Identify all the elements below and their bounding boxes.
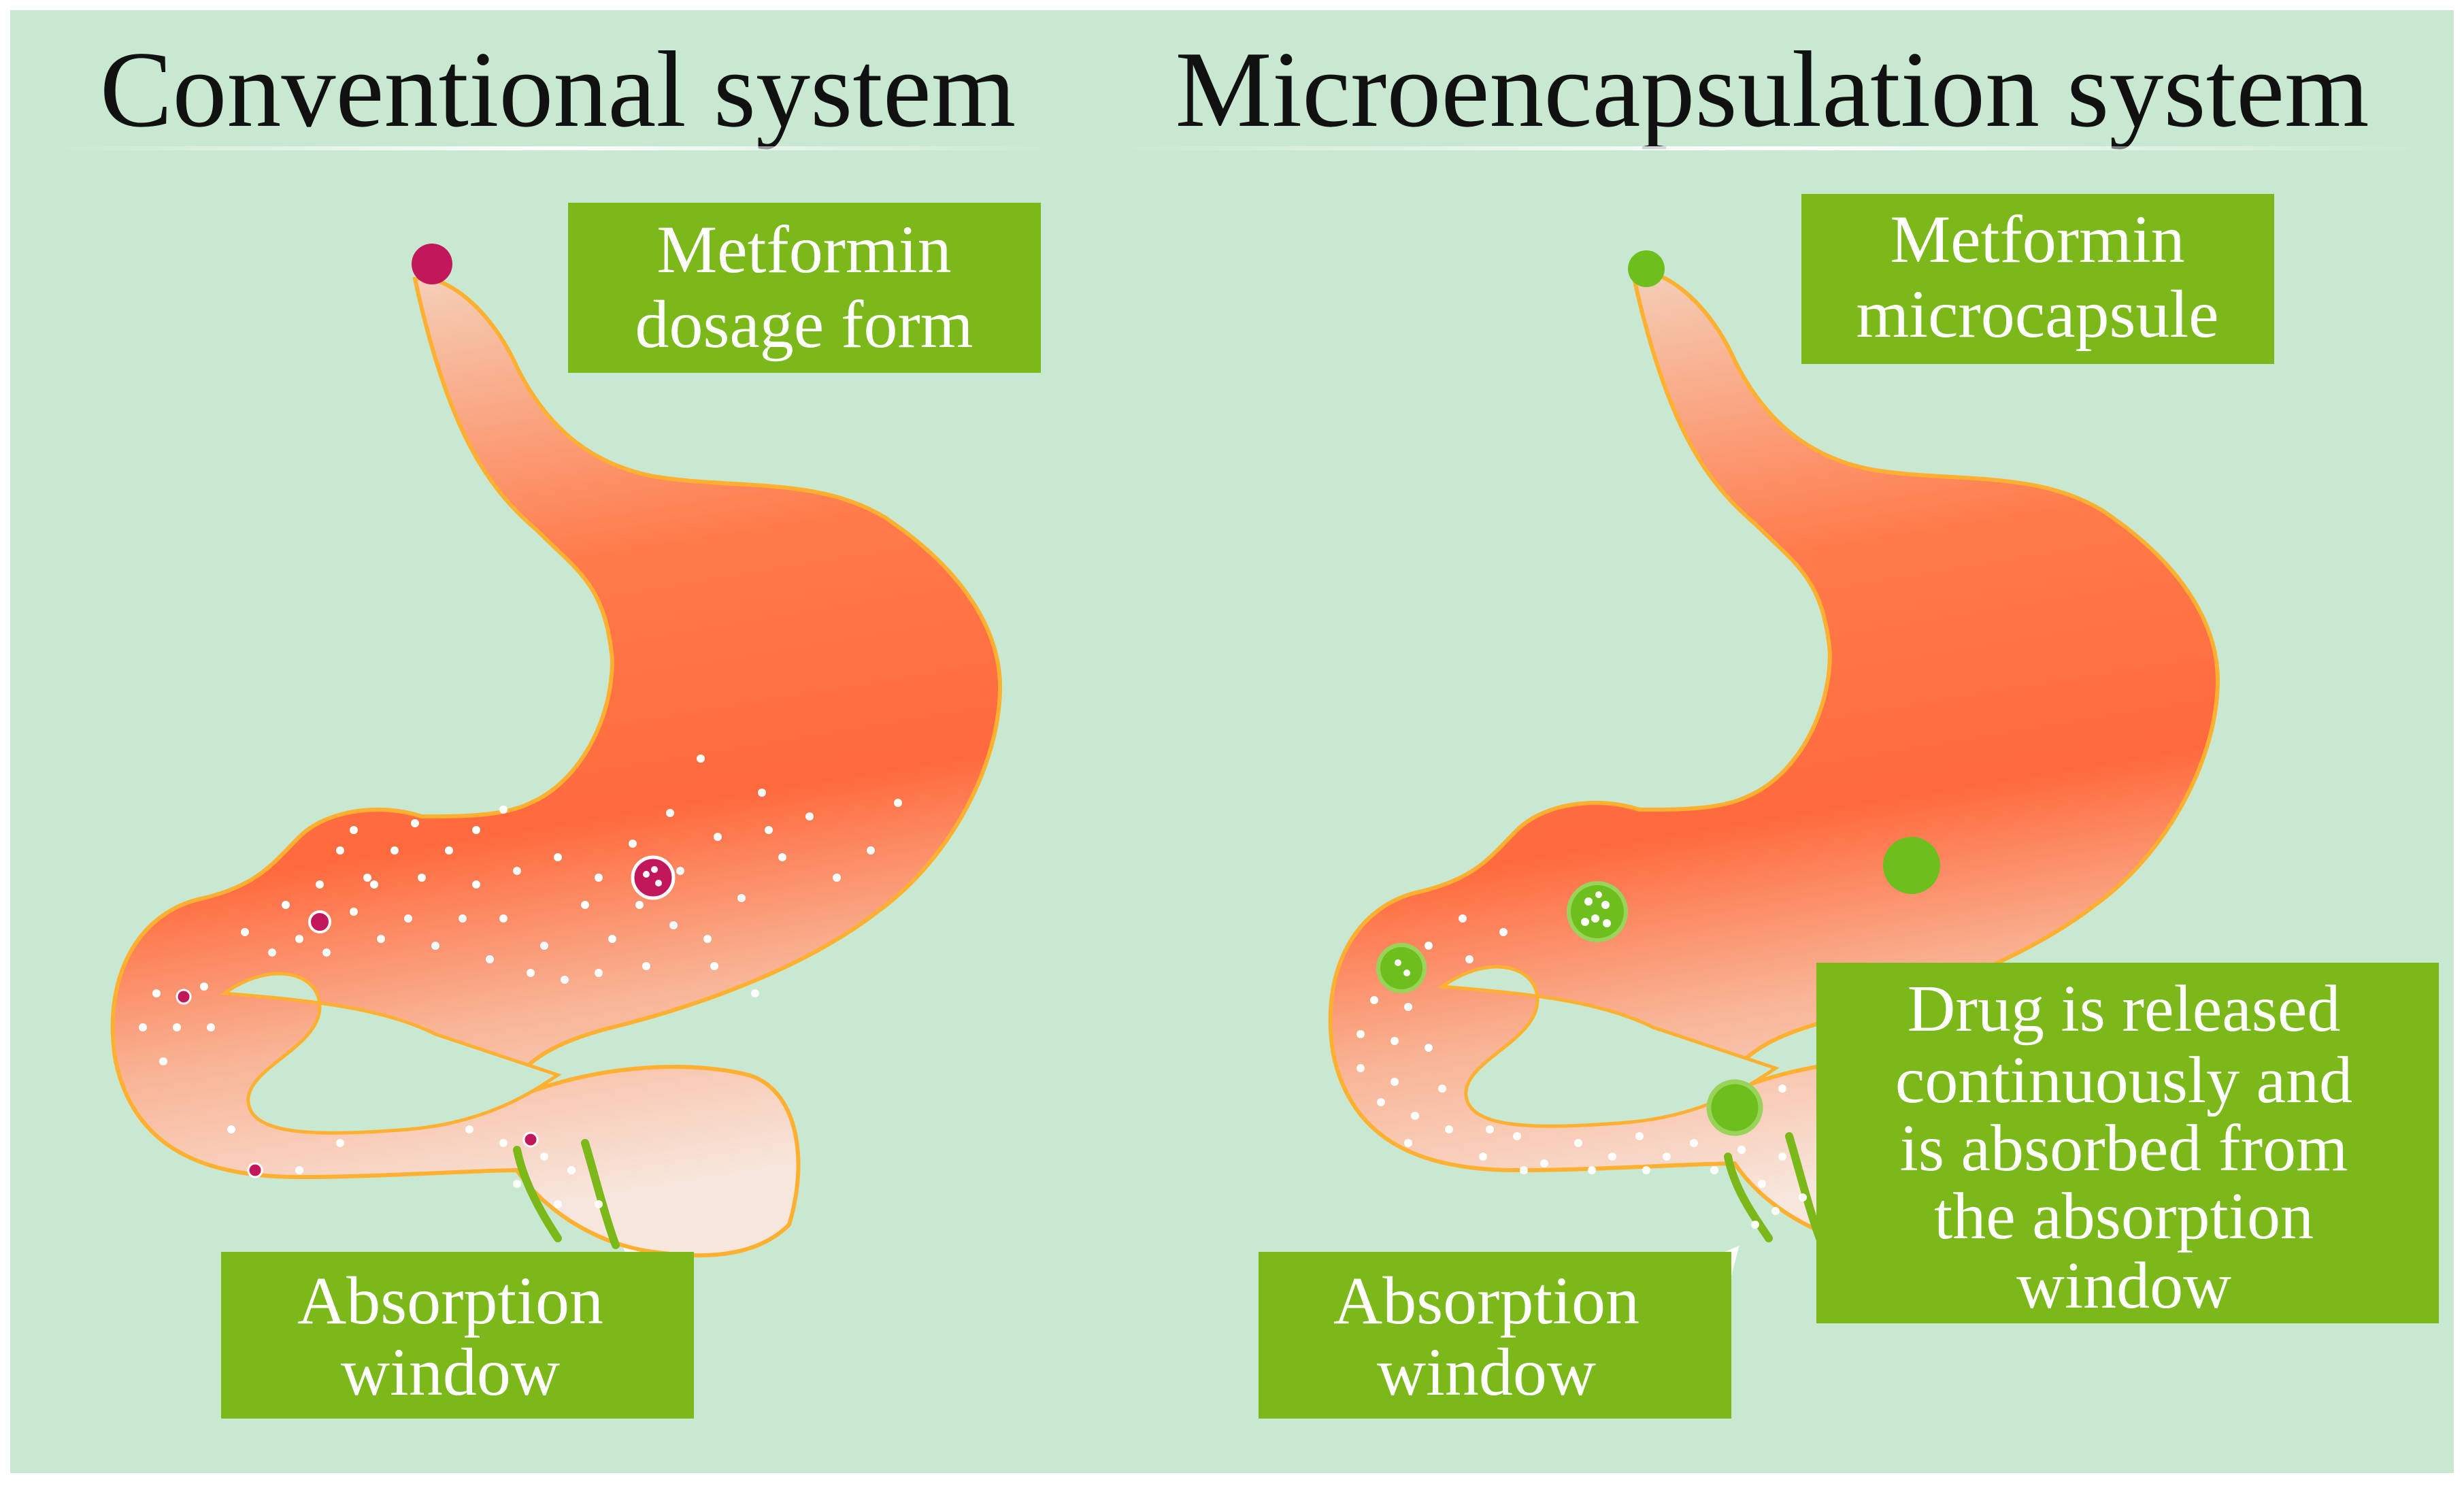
released-particles — [1356, 914, 1827, 1229]
release-label-line5: window — [2016, 1249, 2231, 1323]
absorption-window-mark — [1724, 1153, 1773, 1242]
dose-label-line2: dosage form — [635, 286, 973, 362]
lumen-gap-microencapsulation — [1437, 965, 1780, 1128]
absorption-window-mark — [513, 1146, 562, 1242]
absorption-window-mark — [1785, 1132, 1824, 1242]
panel-title-microencapsulation: Microencapsulation system — [1175, 29, 2369, 150]
release-label-line2: continuously and — [1895, 1044, 2352, 1117]
microcapsule-intact — [1883, 837, 1940, 894]
microcapsule-releasing — [1376, 943, 1427, 993]
panel-microencapsulation: Microencapsulation system — [1116, 29, 2439, 1419]
absorption-window-mark — [581, 1139, 620, 1249]
dosage-form-dot — [412, 244, 452, 284]
window-label-line2: window — [341, 1334, 560, 1410]
microcapsule-releasing — [1706, 1079, 1763, 1136]
dosage-form-dissolving — [631, 855, 676, 900]
dose-label-line1: Metformin — [1890, 201, 2184, 277]
dose-label-line1: Metformin — [656, 212, 951, 287]
dosage-form-fragment — [522, 1131, 539, 1148]
lumen-gap-conventional — [219, 972, 562, 1135]
release-label-box: Drug is released continuously and is abs… — [1816, 963, 2439, 1323]
window-label-box-microencapsulation: Absorption window — [1259, 1252, 1731, 1419]
panel-title-conventional: Conventional system — [100, 29, 1016, 150]
microcapsule-releasing — [1567, 881, 1628, 942]
release-label-line3: is absorbed from — [1900, 1112, 2348, 1185]
dose-label-box-microencapsulation: Metformin microcapsule — [1801, 194, 2274, 364]
title-underline — [54, 146, 1054, 150]
title-underline — [1116, 146, 2429, 150]
window-label-box-conventional: Absorption window — [221, 1252, 694, 1419]
dosage-form-fragment — [247, 1162, 263, 1178]
window-label-line1: Absorption — [1333, 1263, 1639, 1338]
dose-label-box-conventional: Metformin dosage form — [568, 203, 1041, 373]
release-label-line1: Drug is released — [1908, 972, 2341, 1046]
window-label-line2: window — [1377, 1334, 1596, 1410]
panel-conventional: Conventional system — [54, 29, 1054, 1419]
dosage-form-fragment — [308, 910, 331, 933]
microcapsule-dot — [1628, 250, 1665, 287]
dosage-form-fragment — [176, 989, 192, 1005]
release-label-line4: the absorption — [1934, 1180, 2314, 1253]
window-label-line1: Absorption — [297, 1263, 603, 1338]
dose-label-line2: microcapsule — [1856, 276, 2218, 352]
released-particles — [139, 755, 902, 1208]
